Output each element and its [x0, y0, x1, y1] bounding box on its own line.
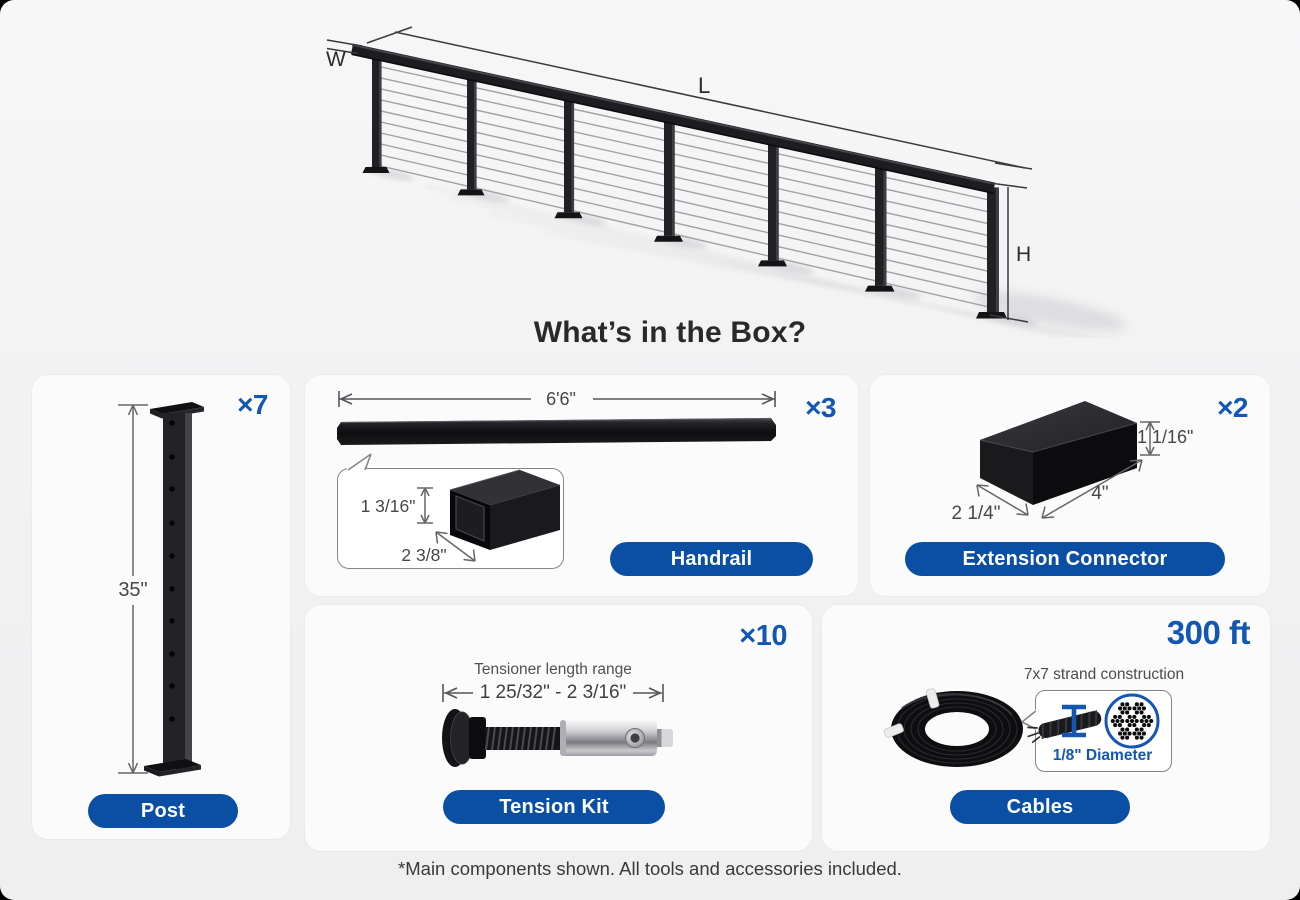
- handrail-illustration: [337, 391, 776, 562]
- cable-piece-illustration: [1027, 704, 1102, 744]
- post-label: Post: [140, 799, 186, 822]
- handrail-length-dimension: [338, 391, 776, 407]
- handrail-label-badge: Handrail: [610, 542, 813, 576]
- post-height-value: 35": [108, 576, 158, 605]
- footnote: *Main components shown. All tools and ac…: [398, 858, 902, 879]
- page-title: What’s in the Box?: [533, 316, 807, 349]
- length-label: L: [698, 73, 710, 98]
- cables-label: Cables: [1006, 795, 1074, 818]
- tensioner-illustration: [442, 684, 673, 767]
- post-body: [144, 402, 204, 777]
- tension-kit-label-badge: Tension Kit: [443, 790, 665, 824]
- cable-diameter-value: 1/8" Diameter: [1052, 747, 1153, 764]
- cables-count: 300 ft: [1166, 614, 1251, 651]
- railing-dimensions: [326, 26, 1033, 323]
- handrail-profile-illustration: [449, 469, 561, 550]
- tensioner-body: [442, 709, 673, 767]
- connector-dimensions: [976, 421, 1160, 519]
- cable-tie: [883, 688, 940, 738]
- connector-box: [979, 401, 1138, 505]
- post-card: ×7: [32, 375, 290, 839]
- handrail-length-value: 6'6": [546, 389, 576, 409]
- handrail-profile-height-value: 1 3/16": [360, 496, 416, 516]
- tension-range-dimension: [442, 684, 664, 702]
- tensioner-range-title: Tensioner length range: [474, 661, 632, 678]
- height-label: H: [1016, 243, 1031, 266]
- cables-illustration: [883, 688, 1160, 767]
- cables-construction-label: 7x7 strand construction: [1023, 666, 1185, 683]
- width-label: W: [326, 48, 346, 71]
- cable-coil-illustration: [883, 688, 1023, 767]
- extension-depth-value: 2 1/4": [951, 503, 1001, 524]
- railing-cables: [371, 64, 990, 308]
- post-illustration: [118, 402, 204, 777]
- handrail-card: ×3: [305, 375, 858, 596]
- extension-label: Extension Connector: [962, 547, 1168, 570]
- handrail-profile-width-value: 2 3/8": [401, 545, 447, 565]
- extension-label-badge: Extension Connector: [905, 542, 1225, 576]
- strand-diagram: [1104, 693, 1160, 749]
- extension-connector-card: ×2: [870, 375, 1270, 596]
- post-label-badge: Post: [88, 794, 238, 828]
- cables-card: 300 ft 7x7 strand construction: [822, 605, 1270, 851]
- handrail-count: ×3: [805, 392, 836, 423]
- railing-posts: [362, 53, 1007, 319]
- tensioner-range-value: 1 25/32" - 2 3/16": [479, 682, 627, 703]
- handrail-label: Handrail: [670, 547, 753, 570]
- railing-illustration: L W H: [326, 26, 1127, 338]
- extension-count: ×2: [1217, 392, 1248, 423]
- handrail-profile-dimensions: [417, 487, 476, 562]
- extension-length-value: 4": [1091, 483, 1109, 504]
- extension-connector-illustration: [976, 401, 1160, 519]
- diameter-marker-icon: [1062, 704, 1086, 738]
- tension-kit-card: ×10 Tensioner length range 1 25/32" - 2 …: [305, 605, 812, 851]
- tension-count: ×10: [739, 620, 787, 652]
- extension-height-value: 1 1/16": [1137, 427, 1194, 447]
- handrail-bar-illustration: [337, 417, 776, 445]
- callout-pointer: [347, 453, 372, 471]
- post-count: ×7: [237, 389, 268, 420]
- tension-kit-label: Tension Kit: [499, 795, 609, 818]
- cables-label-badge: Cables: [950, 790, 1130, 824]
- railing-top-rail: [350, 43, 996, 195]
